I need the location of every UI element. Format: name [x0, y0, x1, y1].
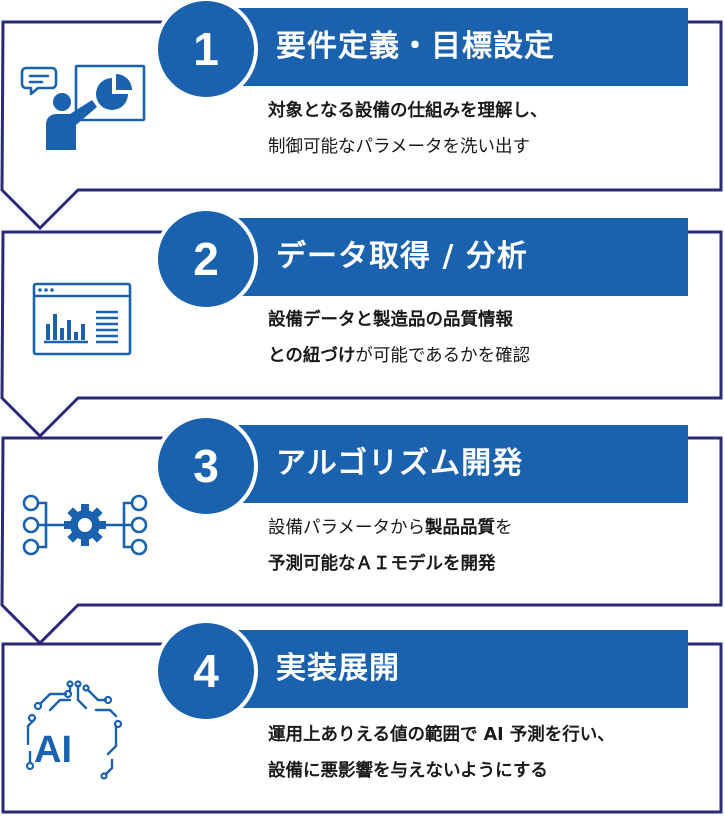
- description-text: 設備に悪影響を与えないようにする: [268, 761, 548, 781]
- description-line: との紐づけが可能であるかを確認: [268, 338, 713, 374]
- description-line: 対象となる設備の仕組みを理解し、: [268, 93, 713, 129]
- presentation-icon: [20, 64, 146, 150]
- description-line: 設備データと製造品の品質情報: [268, 302, 713, 338]
- step-number-1: 1: [154, 0, 258, 101]
- description-text: 予測可能なＡＩモデルを開発: [268, 554, 496, 574]
- description-text: との紐づけ: [268, 346, 356, 366]
- description-text: を: [494, 518, 513, 538]
- step-title-1: 要件定義・目標設定: [276, 29, 555, 64]
- description-text: 製品品質: [424, 518, 495, 538]
- step-description-3: 設備パラメータから製品品質を予測可能なＡＩモデルを開発: [268, 510, 713, 582]
- step-description-1: 対象となる設備の仕組みを理解し、制御可能なパラメータを洗い出す: [268, 93, 713, 165]
- ai-circuit-icon: AI: [25, 680, 123, 780]
- description-text: 設備データと製造品の品質情報: [268, 310, 513, 330]
- description-line: 設備パラメータから製品品質を: [268, 510, 713, 546]
- step-title-4: 実装展開: [276, 651, 400, 686]
- step-description-2: 設備データと製造品の品質情報との紐づけが可能であるかを確認: [268, 302, 713, 374]
- step-description-4: 運用上ありえる値の範囲で AI 予測を行い、設備に悪影響を与えないようにする: [268, 717, 713, 789]
- step-title-2: データ取得 / 分析: [276, 239, 528, 274]
- dashboard-icon: [32, 282, 132, 356]
- description-text: 対象となる設備の仕組みを理解し、: [268, 101, 548, 121]
- description-text: 設備パラメータから: [268, 518, 425, 538]
- description-line: 設備に悪影響を与えないようにする: [268, 753, 713, 789]
- description-line: 制御可能なパラメータを洗い出す: [268, 129, 713, 165]
- description-text: が可能であるかを確認: [355, 346, 531, 366]
- step-number-3: 3: [154, 414, 258, 518]
- step-banner-2: [198, 218, 688, 296]
- description-text: 制御可能なパラメータを洗い出す: [268, 137, 530, 157]
- ai-label: AI: [34, 729, 72, 771]
- step-number-4: 4: [154, 619, 258, 723]
- description-line: 運用上ありえる値の範囲で AI 予測を行い、: [268, 717, 713, 753]
- step-banner-1: [198, 8, 688, 86]
- description-line: 予測可能なＡＩモデルを開発: [268, 546, 713, 582]
- gear-flow-icon: [22, 494, 148, 556]
- step-title-3: アルゴリズム開発: [276, 446, 524, 481]
- step-banner-4: [198, 630, 688, 708]
- step-banner-3: [198, 425, 688, 503]
- step-number-2: 2: [154, 207, 258, 311]
- description-text: 運用上ありえる値の範囲で AI 予測を行い、: [268, 725, 615, 745]
